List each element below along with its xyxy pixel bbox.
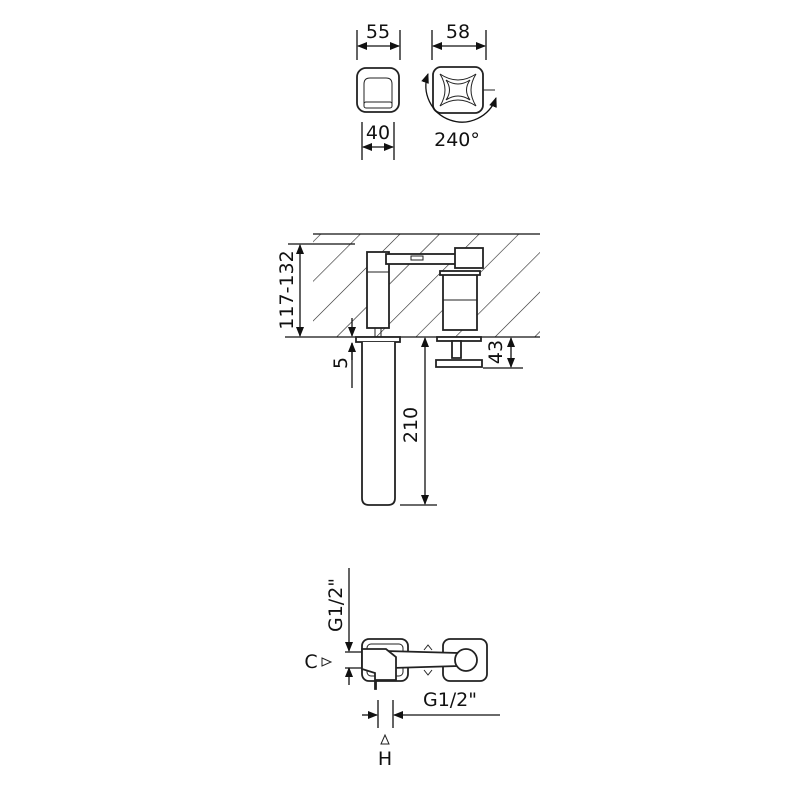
cold-triangle-icon: [321, 657, 333, 667]
top-view: 55 40 58 240°: [356, 21, 497, 160]
hot-triangle-icon: [380, 733, 390, 745]
wall-depth-label: 117-132: [276, 250, 298, 329]
wall-section: [313, 234, 540, 337]
spout-width-label: 55: [366, 21, 390, 43]
handle-projection-label: 43: [485, 340, 507, 364]
side-view: 117-132 5 210 43: [276, 233, 540, 506]
spout-projection-label: 210: [400, 407, 422, 443]
handle-width-label: 58: [446, 21, 470, 43]
handle-top: [432, 66, 495, 114]
hot-label: H: [378, 748, 392, 770]
plate-offset-label: 5: [330, 357, 352, 369]
handle-side: [435, 336, 483, 368]
cold-label: C: [304, 651, 317, 673]
rear-view: G1/2" C G1/2" H: [304, 568, 500, 770]
spout-depth-label: 40: [366, 122, 390, 144]
spout: [355, 336, 401, 506]
cold-connection-label: G1/2": [325, 578, 347, 632]
handle-rotation-label: 240°: [434, 129, 480, 151]
spout-top: [356, 67, 400, 113]
hot-connection-label: G1/2": [423, 689, 477, 711]
mixer-body: [366, 247, 484, 338]
rotation-arrow-icon: [421, 73, 497, 123]
rear-body: [361, 638, 488, 690]
